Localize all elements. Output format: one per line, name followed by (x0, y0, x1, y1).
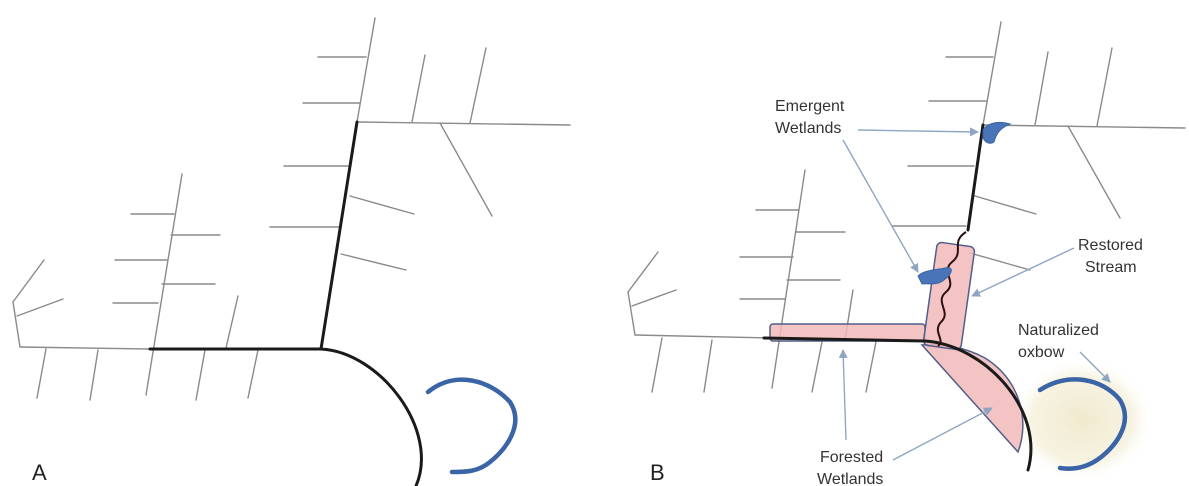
panel-a-main-channel (148, 120, 423, 486)
label-naturalized-oxbow: Naturalized oxbow (1018, 322, 1103, 361)
arrow-emergent-upper (857, 127, 979, 137)
label-restored-stream: Restored Stream (1078, 237, 1147, 276)
panel-a-label: A (32, 460, 47, 485)
panel-b-oxbow (1037, 377, 1128, 471)
restored-stream-buffer (922, 241, 976, 351)
panel-b-label: B (650, 460, 665, 485)
panel-b-main-channel (762, 123, 1033, 472)
panel-b: Emergent Wetlands Restored Stream Natura… (627, 21, 1186, 486)
panel-b-ditch-network (627, 21, 1186, 393)
panel-a-ditch-network (12, 17, 571, 401)
emergent-wetland-upper (982, 121, 1012, 144)
arrow-forested-crescent (892, 407, 993, 461)
panel-a-oxbow (425, 377, 518, 475)
arrow-restored-stream (971, 247, 1075, 297)
restored-stream-channel (936, 231, 967, 347)
forested-wetland-oxbow-crescent (920, 343, 1024, 454)
panel-a: A (12, 17, 571, 486)
label-emergent-wetlands: Emergent Wetlands (775, 98, 849, 137)
label-forested-wetlands: Forested Wetlands (817, 449, 888, 486)
arrow-forested-horizontal (838, 349, 848, 441)
arrow-oxbow (1079, 351, 1111, 383)
arrow-emergent-lower (842, 139, 919, 273)
emergent-wetland-lower (917, 267, 952, 285)
oxbow-glow (1010, 358, 1154, 482)
